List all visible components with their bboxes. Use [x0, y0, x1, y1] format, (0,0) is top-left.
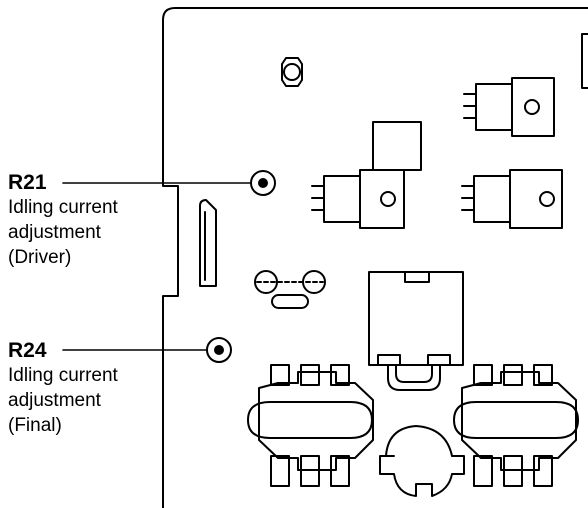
transistor-top [463, 77, 555, 137]
board-outline [162, 7, 588, 508]
power-transistor-left [247, 364, 374, 487]
choke-component [368, 271, 464, 391]
slot-connector [199, 199, 217, 287]
callout-r24-line-1: Idling current [8, 365, 118, 386]
callout-r24-line-2: adjustment [8, 390, 101, 411]
callout-r21-line-1: Idling current [8, 197, 118, 218]
r21-trimmer [250, 170, 276, 196]
power-transistor-right [453, 364, 579, 487]
callout-r21-line-2: adjustment [8, 222, 101, 243]
callout-r21: R21 Idling current adjustment (Driver) [8, 171, 118, 270]
square-component [372, 121, 422, 171]
r24-trimmer [206, 337, 232, 363]
callout-r21-line-3: (Driver) [8, 247, 72, 268]
callout-r21-ref: R21 [8, 171, 47, 194]
round-capacitor [379, 425, 465, 497]
top-right-component [581, 33, 588, 89]
mounting-ring [281, 57, 303, 87]
callout-r24-ref: R24 [8, 339, 47, 362]
callout-r24: R24 Idling current adjustment (Final) [8, 339, 118, 438]
jumper-component [254, 270, 326, 309]
callout-r24-line-3: (Final) [8, 415, 62, 436]
transistor-right [461, 169, 563, 229]
transistor-middle [311, 169, 405, 229]
